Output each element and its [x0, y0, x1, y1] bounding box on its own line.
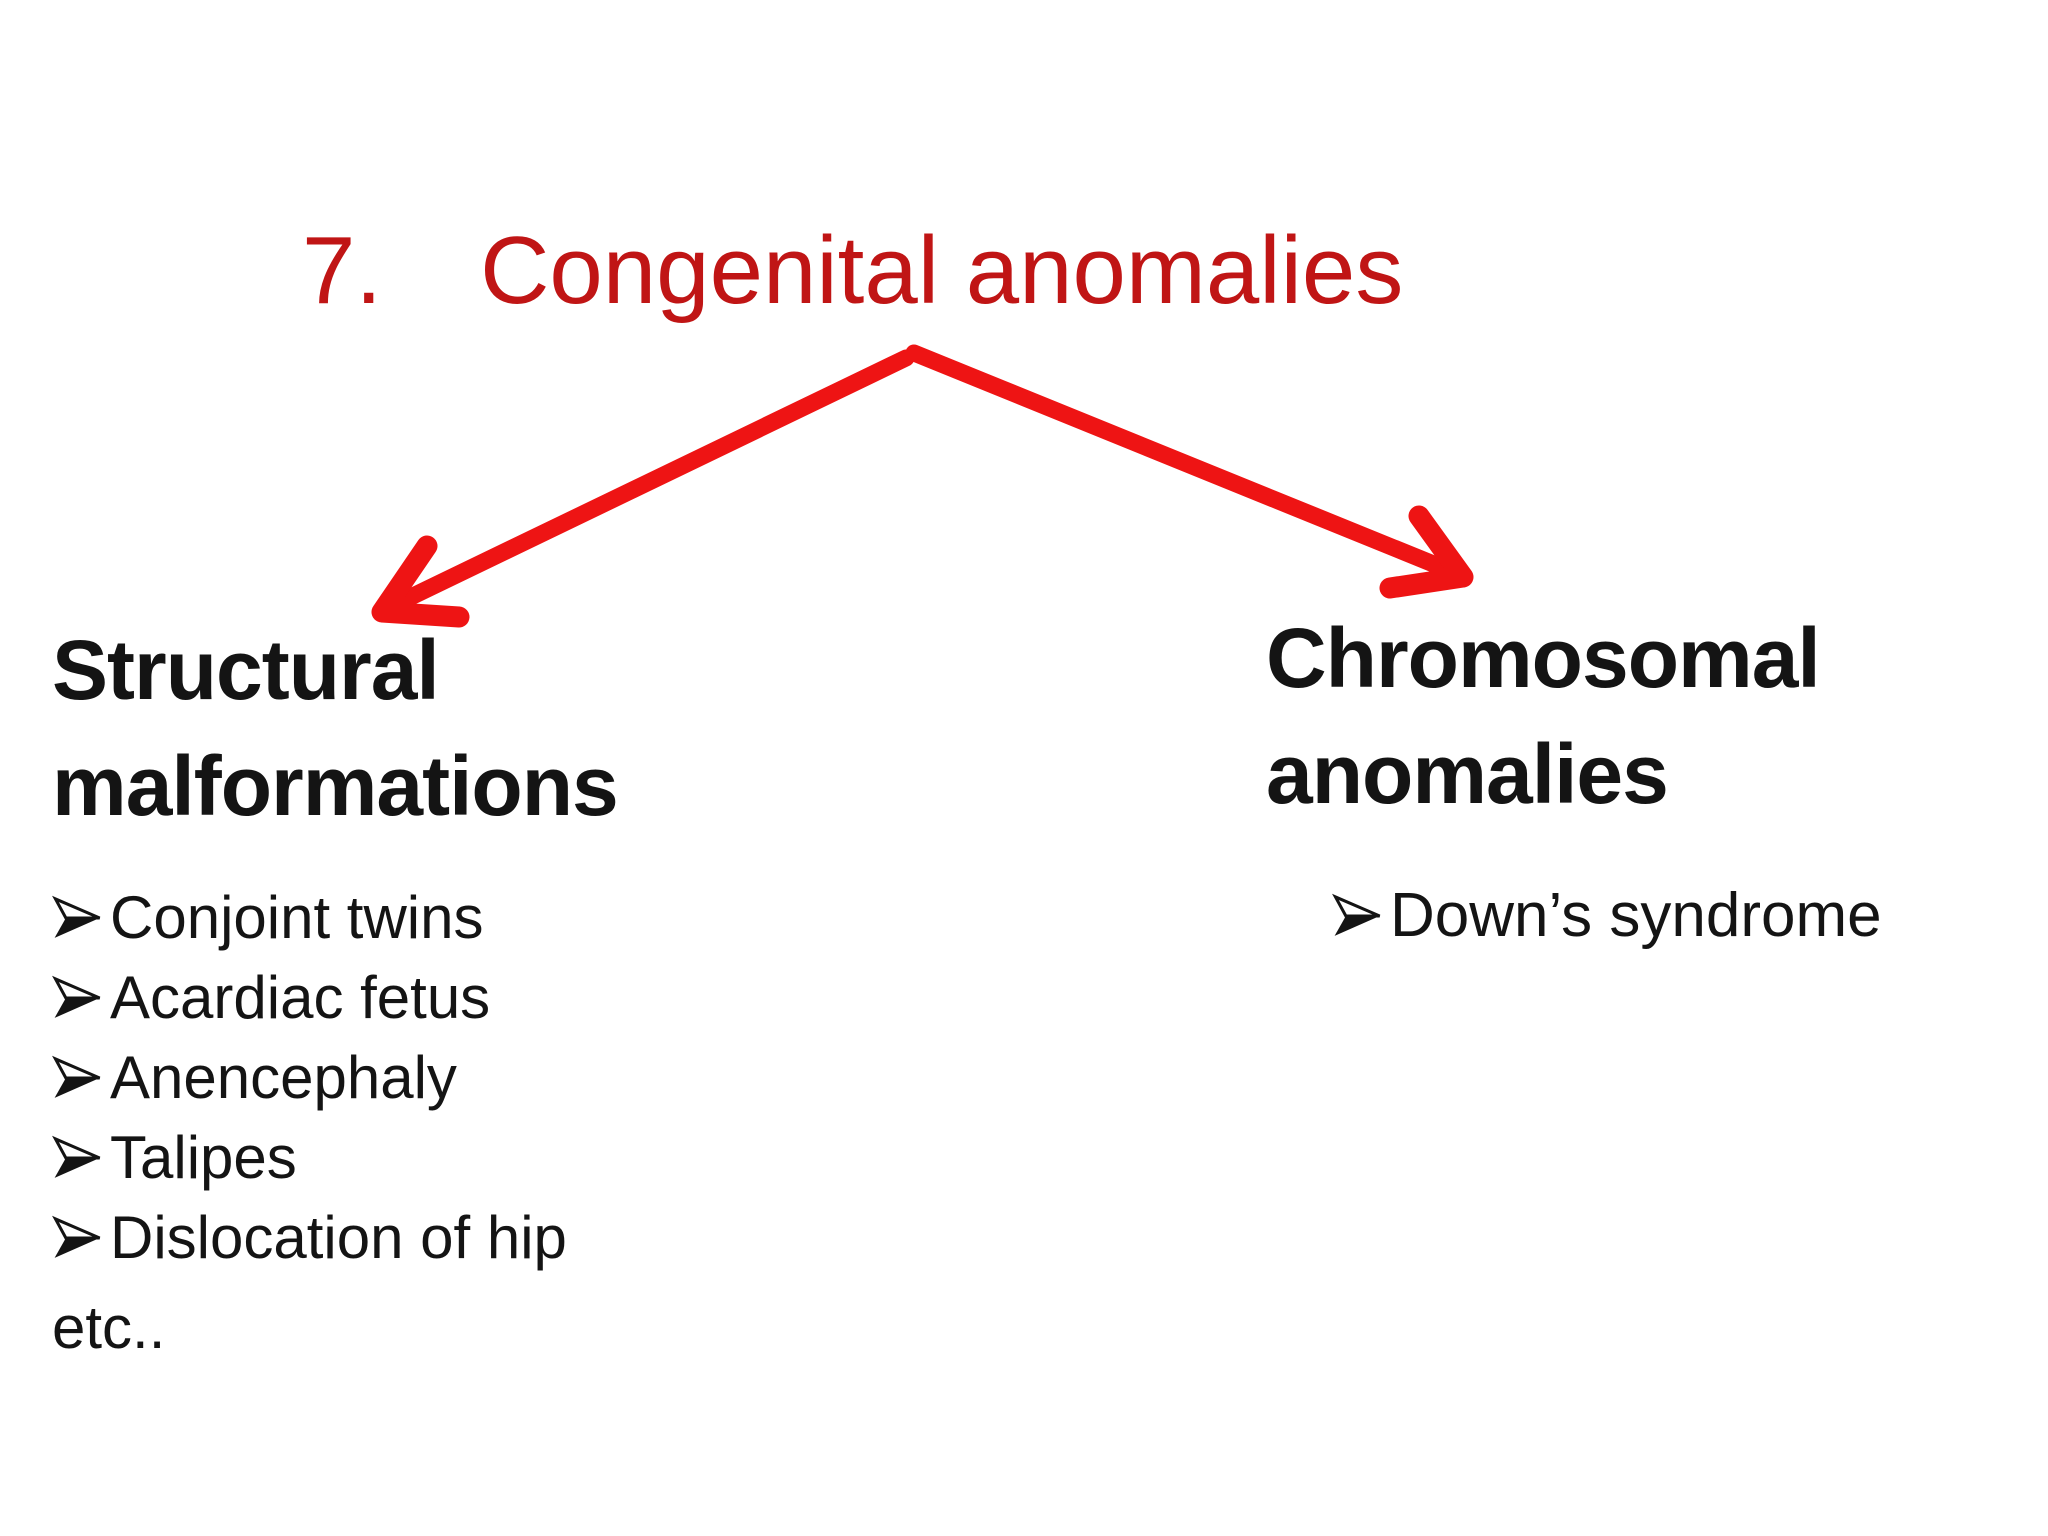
bullet-arrow-icon — [52, 1215, 104, 1261]
list-item: Anencephaly — [52, 1038, 692, 1118]
bullet-arrow-icon — [1332, 893, 1384, 939]
bullet-arrow-icon — [52, 895, 104, 941]
bullet-text: Acardiac fetus — [110, 964, 491, 1031]
bullet-text: Anencephaly — [110, 1044, 457, 1111]
bullet-text: Down’s syndrome — [1390, 881, 1882, 950]
bullet-text: Talipes — [110, 1124, 297, 1191]
title-text: Congenital anomalies — [480, 217, 1404, 324]
bullet-arrow-icon — [52, 1135, 104, 1181]
bullet-arrow-icon — [52, 975, 104, 1021]
bullet-text: Conjoint twins — [110, 884, 484, 951]
structural-branch: Structural malformations Conjoint twins … — [52, 612, 692, 1368]
bullet-arrow-icon — [52, 1055, 104, 1101]
list-item: Dislocation of hip — [52, 1198, 692, 1278]
right-branch-arrow-icon — [905, 344, 1474, 599]
chromosomal-bullet-list: Down’s syndrome — [1332, 874, 1882, 958]
list-item: Conjoint twins — [52, 878, 692, 958]
slide-title: 7. Congenital anomalies — [302, 216, 1403, 326]
structural-heading: Structural malformations — [52, 623, 619, 833]
bullet-text: Dislocation of hip — [110, 1204, 567, 1271]
structural-bullet-list: Conjoint twins Acardiac fetus Anencephal… — [52, 878, 692, 1278]
list-item: Down’s syndrome — [1332, 874, 1882, 958]
list-item: Acardiac fetus — [52, 958, 692, 1038]
chromosomal-heading: Chromosomal anomalies — [1266, 611, 1821, 821]
continuation-text: etc.. — [52, 1294, 166, 1361]
left-branch-arrow-icon — [371, 349, 915, 628]
chromosomal-branch: Chromosomal anomalies Down’s syndrome — [1266, 600, 1882, 958]
list-item: Talipes — [52, 1118, 692, 1198]
title-number: 7. — [302, 217, 383, 324]
